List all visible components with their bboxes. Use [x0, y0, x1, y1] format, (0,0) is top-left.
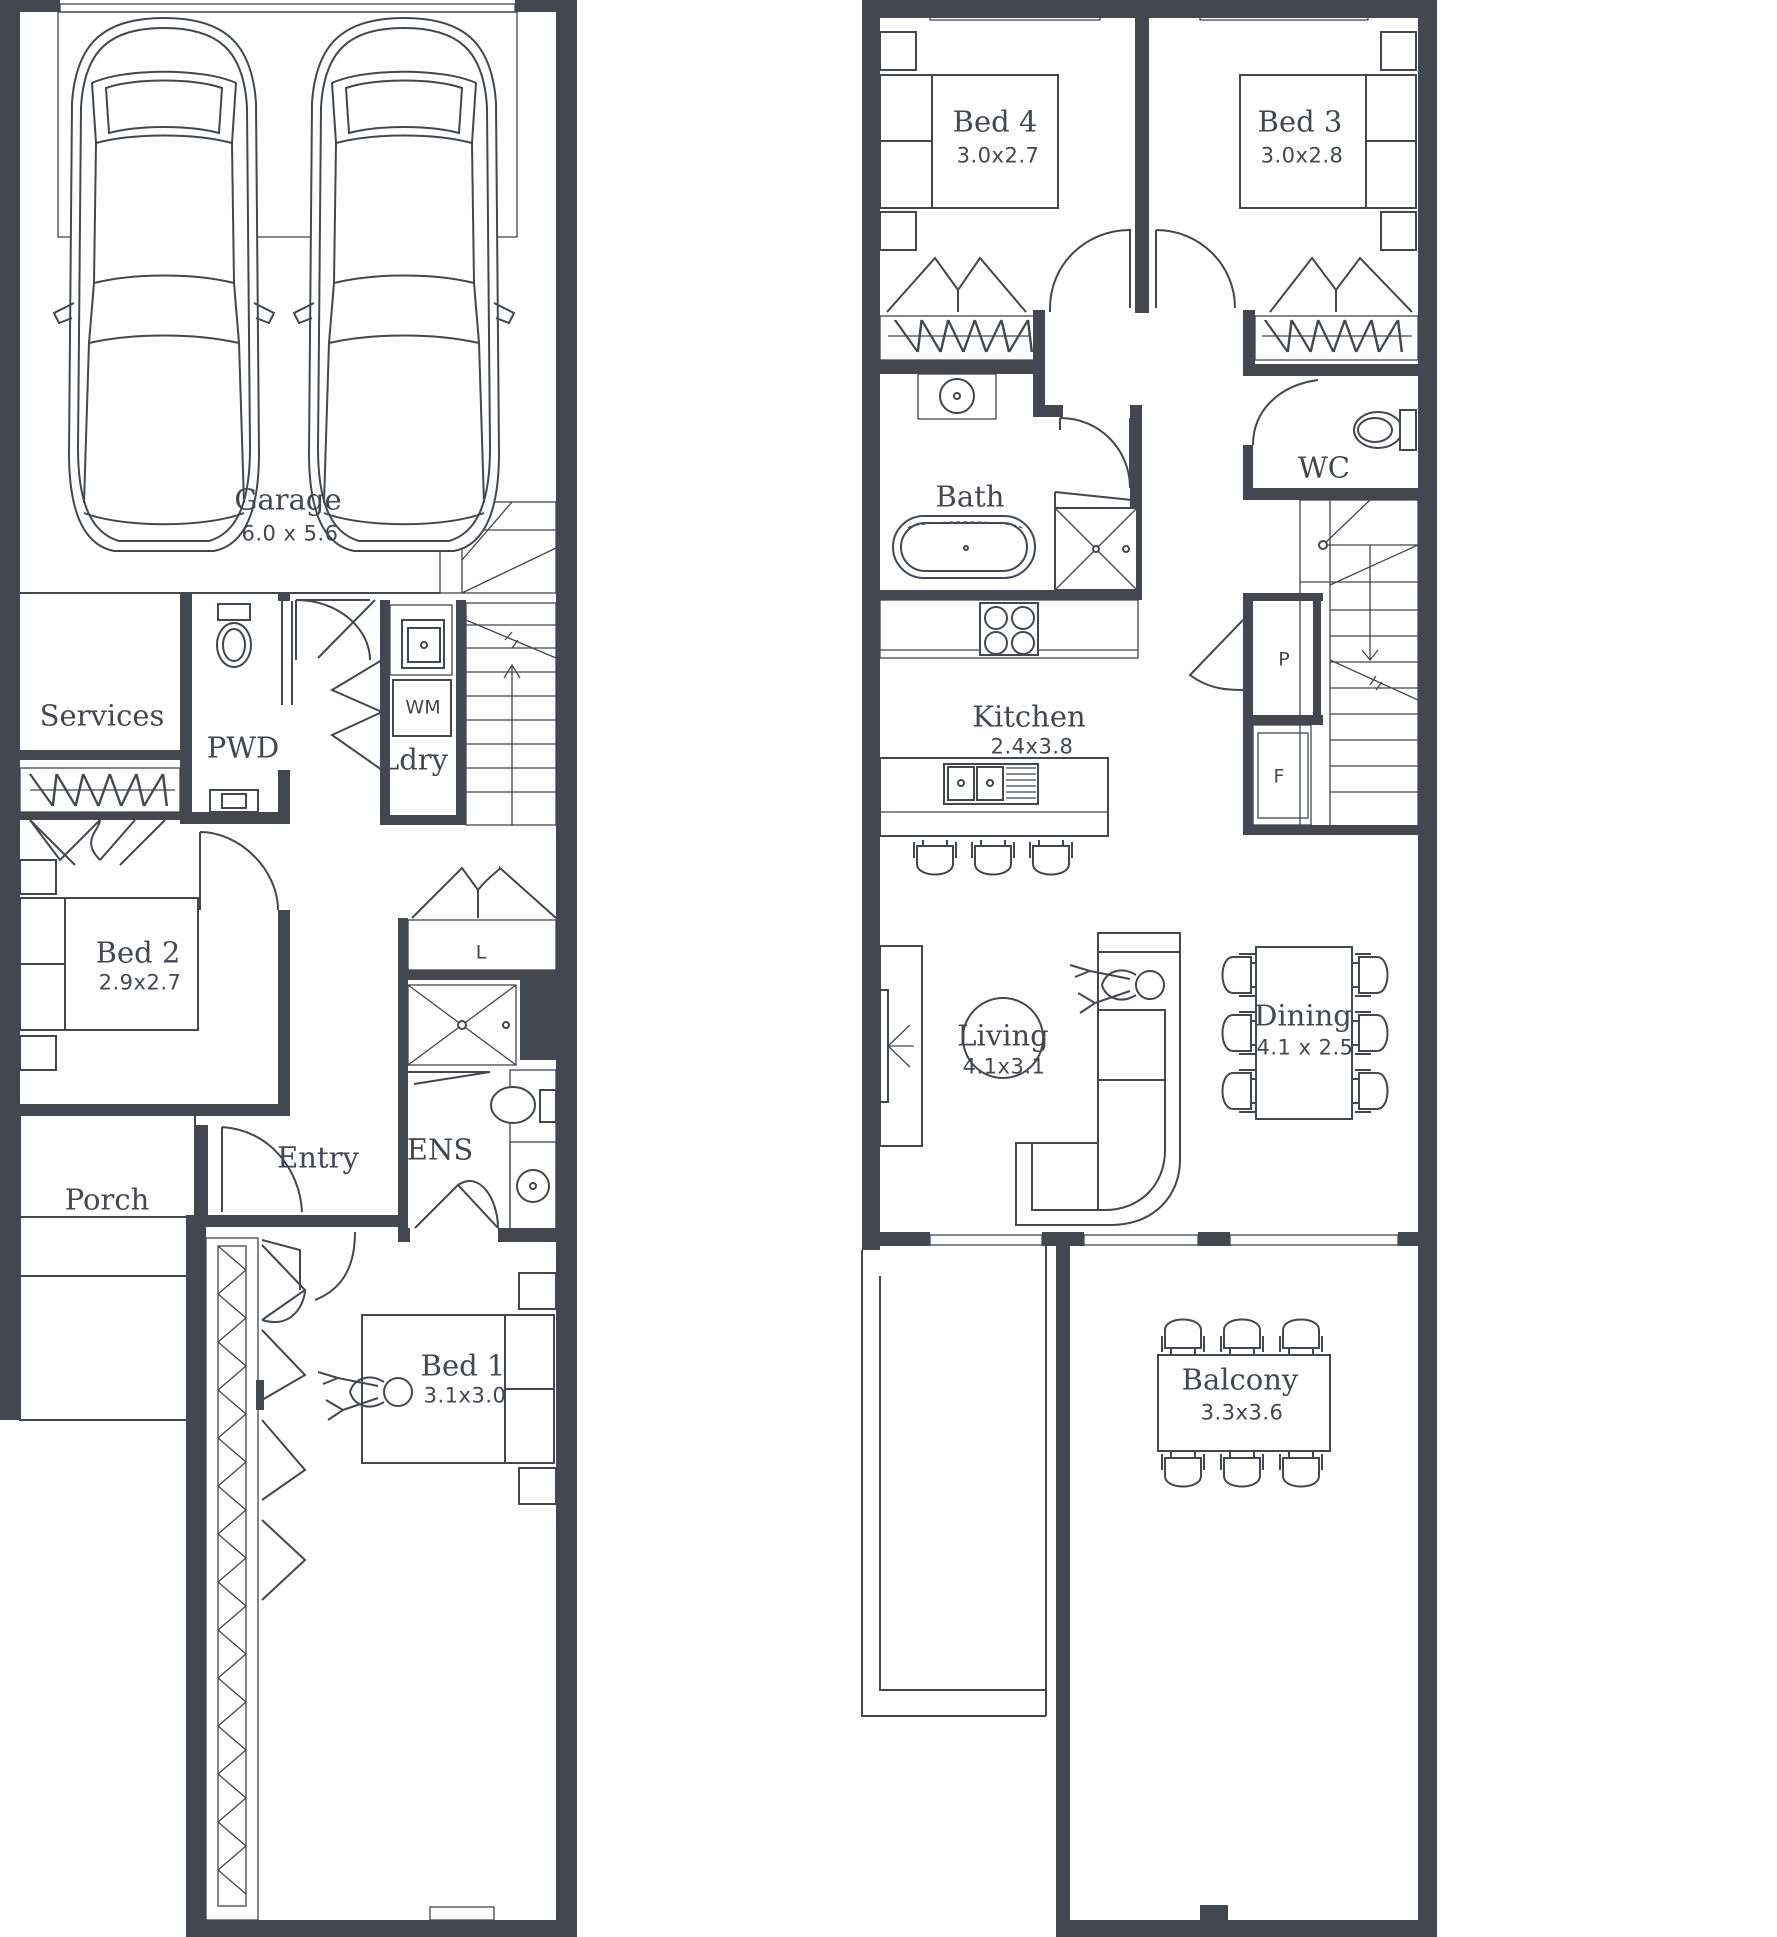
bath-label: Bath [935, 479, 1005, 514]
wc-label: WC [1298, 450, 1350, 485]
bed4-label: Bed 4 [952, 104, 1038, 139]
car-left [53, 17, 275, 552]
dining-dims: 4.1 x 2.5 [1256, 1035, 1354, 1060]
garage-label: Garage [234, 482, 342, 517]
pantry-label: P [1278, 648, 1290, 671]
bed1-dims: 3.1x3.0 [423, 1383, 507, 1408]
ground-floor-plan [0, 0, 577, 1937]
bed3-dims: 3.0x2.8 [1260, 143, 1344, 168]
dining-label: Dining [1254, 998, 1352, 1033]
linen-label: L [475, 941, 487, 964]
entry-label: Entry [277, 1140, 359, 1175]
bed4-dims: 3.0x2.7 [956, 143, 1040, 168]
first-floor-plan [861, 0, 1437, 1937]
bed2-dims: 2.9x2.7 [98, 970, 182, 995]
living-label: Living [957, 1018, 1049, 1053]
ensuite-label: ENS [406, 1132, 474, 1167]
porch-label: Porch [64, 1182, 150, 1217]
living-dims: 4.1x3.1 [962, 1054, 1046, 1079]
car-right [293, 17, 515, 552]
pwd-label: PWD [206, 730, 280, 765]
bed1-label: Bed 1 [420, 1348, 506, 1383]
bed2-label: Bed 2 [95, 935, 181, 970]
services-label: Services [39, 698, 165, 733]
garage-dims: 6.0 x 5.6 [241, 521, 339, 546]
bed3-label: Bed 3 [1257, 104, 1343, 139]
balcony-label: Balcony [1181, 1362, 1299, 1397]
fridge-label: F [1273, 765, 1285, 788]
kitchen-label: Kitchen [972, 699, 1086, 734]
laundry-label: Ldry [379, 742, 449, 777]
kitchen-dims: 2.4x3.8 [990, 734, 1074, 759]
balcony-dims: 3.3x3.6 [1200, 1400, 1284, 1425]
washing-machine-label: WM [405, 696, 441, 719]
